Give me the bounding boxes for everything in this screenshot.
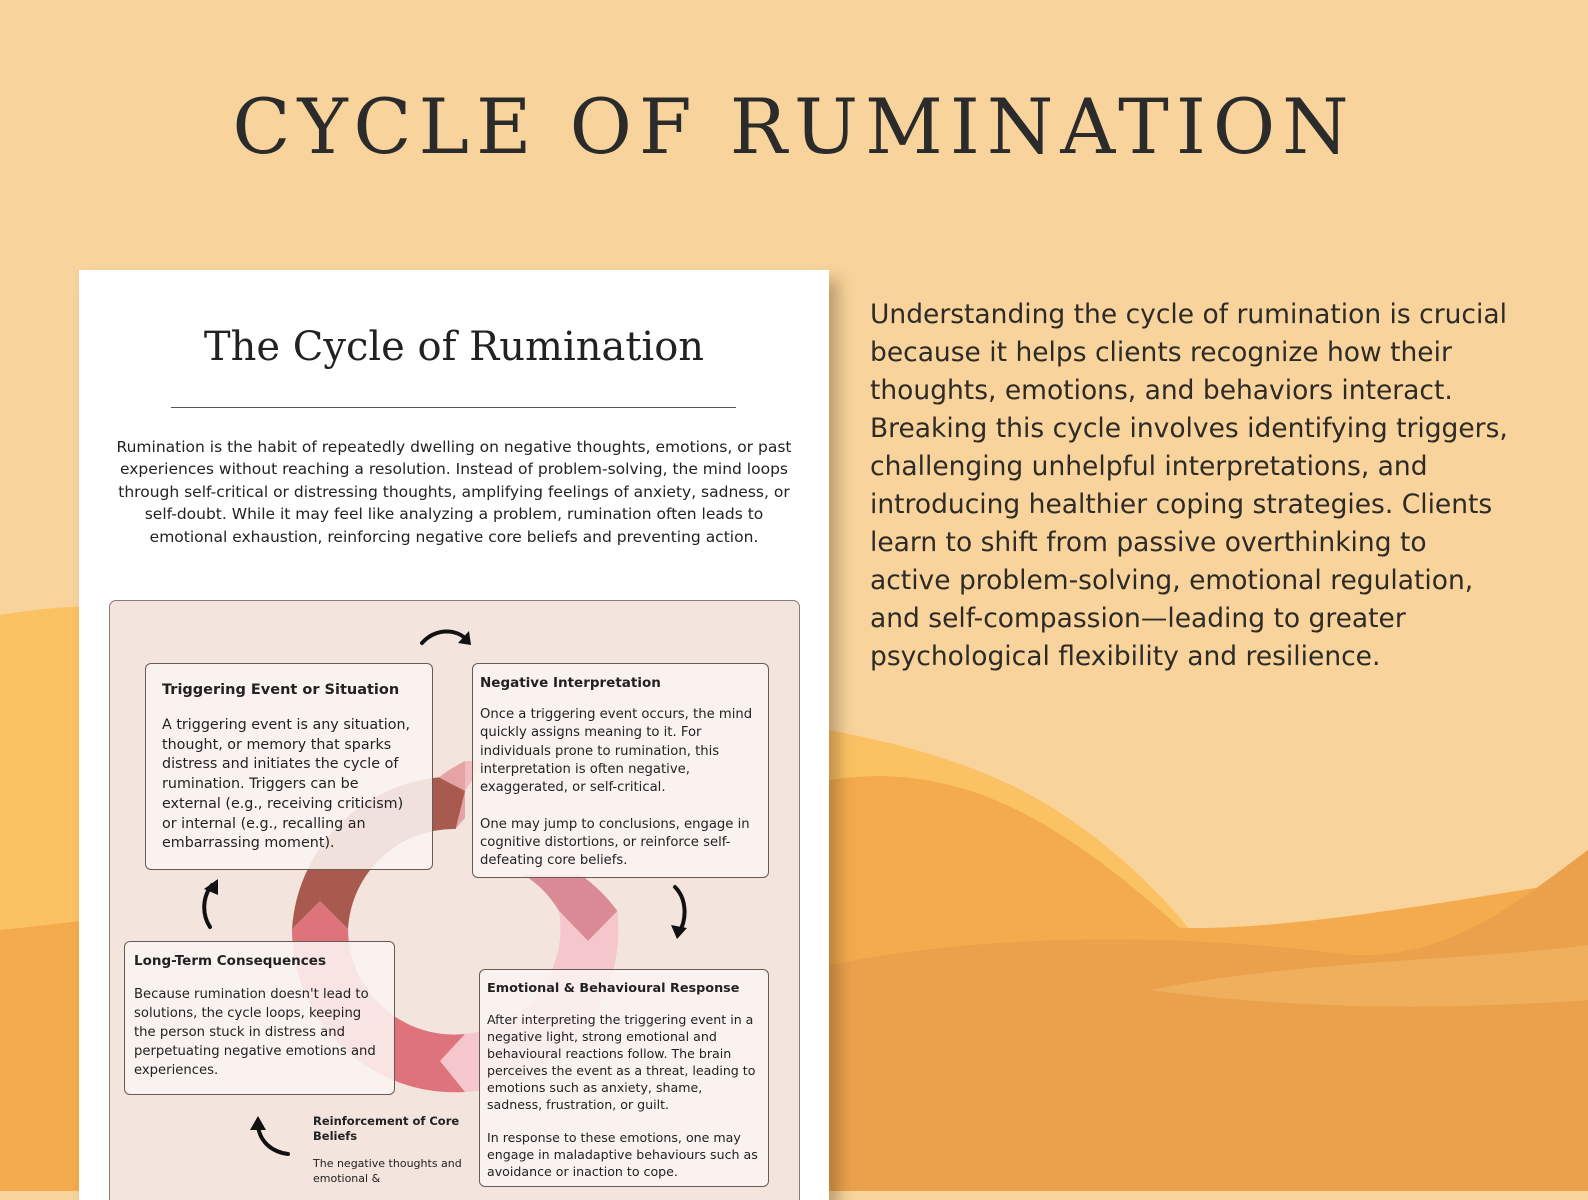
- stage-triggering-event: Triggering Event or Situation A triggeri…: [145, 663, 433, 870]
- stage-text: The negative thoughts and emotional &: [313, 1157, 462, 1185]
- curved-arrow-icon: [671, 885, 687, 939]
- stage-title: Long-Term Consequences: [134, 953, 326, 969]
- stage-title: Emotional & Behavioural Response: [487, 981, 740, 996]
- stage-text: A triggering event is any situation, tho…: [162, 717, 411, 852]
- stage-title: Reinforcement of Core Beliefs: [313, 1114, 460, 1143]
- stage-title: Negative Interpretation: [480, 675, 661, 691]
- curved-arrow-icon: [202, 879, 218, 929]
- stage-negative-interpretation: Negative Interpretation Once a triggerin…: [472, 663, 769, 878]
- worksheet-title: The Cycle of Rumination: [203, 324, 705, 370]
- worksheet-description: Rumination is the habit of repeatedly dw…: [116, 438, 792, 546]
- curved-arrow-icon: [420, 629, 471, 645]
- dune-right: [830, 850, 1588, 1191]
- stage-text: Once a triggering event occurs, the mind…: [480, 707, 753, 869]
- page-title: CYCLE OF RUMINATION: [232, 82, 1356, 171]
- worksheet-preview: The Cycle of Rumination Rumination is th…: [79, 270, 829, 1200]
- intro-paragraph: Understanding the cycle of rumination is…: [870, 299, 1508, 672]
- stage-text: After interpreting the triggering event …: [487, 1012, 758, 1180]
- stage-emotional-response: Emotional & Behavioural Response After i…: [479, 969, 769, 1187]
- stage-title: Triggering Event or Situation: [162, 682, 400, 698]
- curved-arrow-icon: [250, 1116, 290, 1156]
- dune-highlight: [1150, 945, 1588, 1007]
- stage-long-term-consequences: Long-Term Consequences Because ruminatio…: [124, 941, 395, 1095]
- stage-text: Because rumination doesn't lead to solut…: [134, 987, 376, 1078]
- title-divider: [171, 407, 736, 408]
- cycle-diagram: Triggering Event or Situation A triggeri…: [109, 600, 800, 1200]
- stage-reinforcement: Reinforcement of Core Beliefs The negati…: [313, 1114, 473, 1186]
- ring-segment-right: [524, 875, 618, 941]
